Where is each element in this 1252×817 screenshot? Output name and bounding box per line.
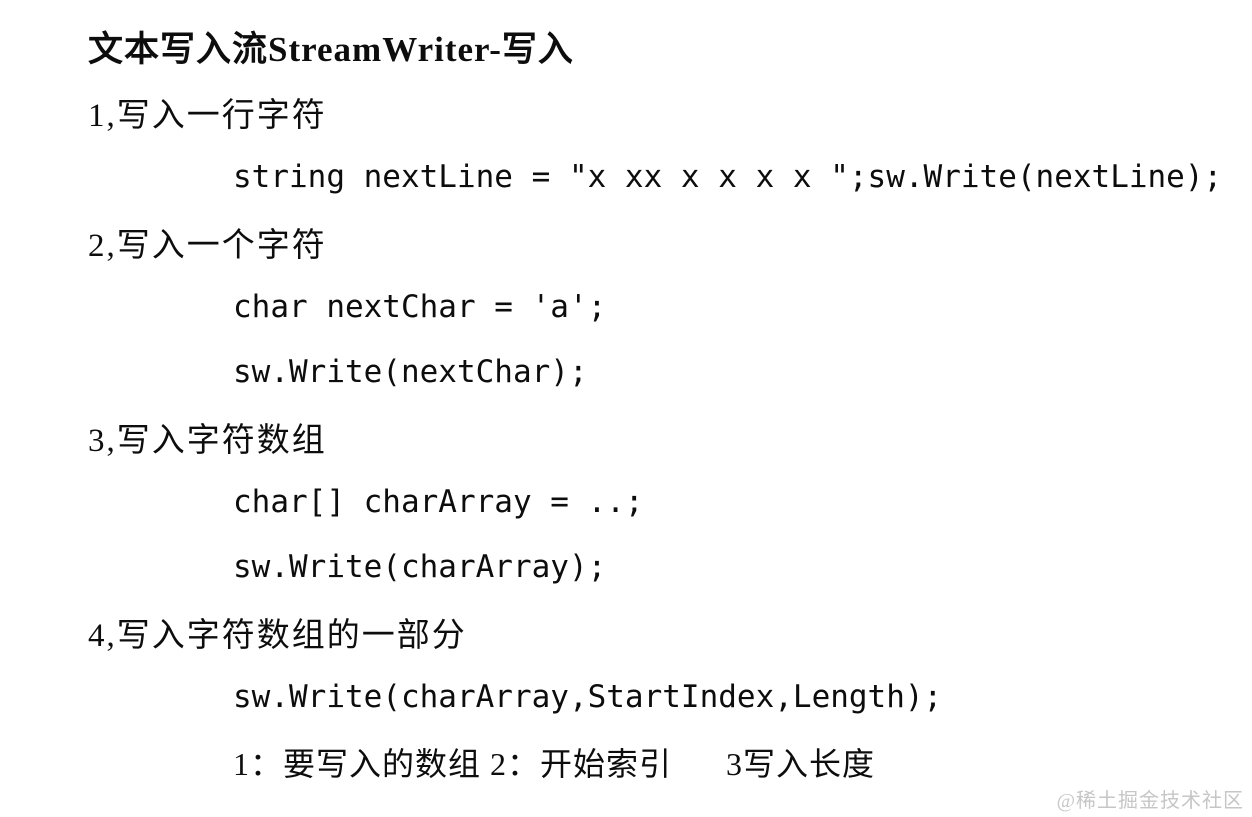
- doc-line-code: char nextChar = 'a';: [233, 288, 607, 325]
- doc-line-heading: 4,写入字符数组的一部分: [88, 617, 467, 654]
- doc-line-heading: 2,写入一个字符: [88, 227, 327, 264]
- doc-line-note: 1：要写入的数组 2：开始索引 3写入长度: [233, 745, 876, 782]
- watermark: @稀土掘金技术社区: [1056, 790, 1244, 812]
- doc-line-title: 文本写入流StreamWriter-写入: [88, 30, 574, 69]
- doc-line-code: sw.Write(charArray);: [233, 548, 607, 585]
- doc-line-code: sw.Write(charArray,StartIndex,Length);: [233, 678, 943, 715]
- doc-line-code: char[] charArray = ..;: [233, 483, 644, 520]
- doc-line-heading: 1,写入一行字符: [88, 97, 327, 134]
- doc-line-code: sw.Write(nextChar);: [233, 353, 588, 390]
- doc-line-heading: 3,写入字符数组: [88, 422, 327, 459]
- doc-line-code: string nextLine = "x xx x x x x ";sw.Wri…: [233, 158, 1223, 195]
